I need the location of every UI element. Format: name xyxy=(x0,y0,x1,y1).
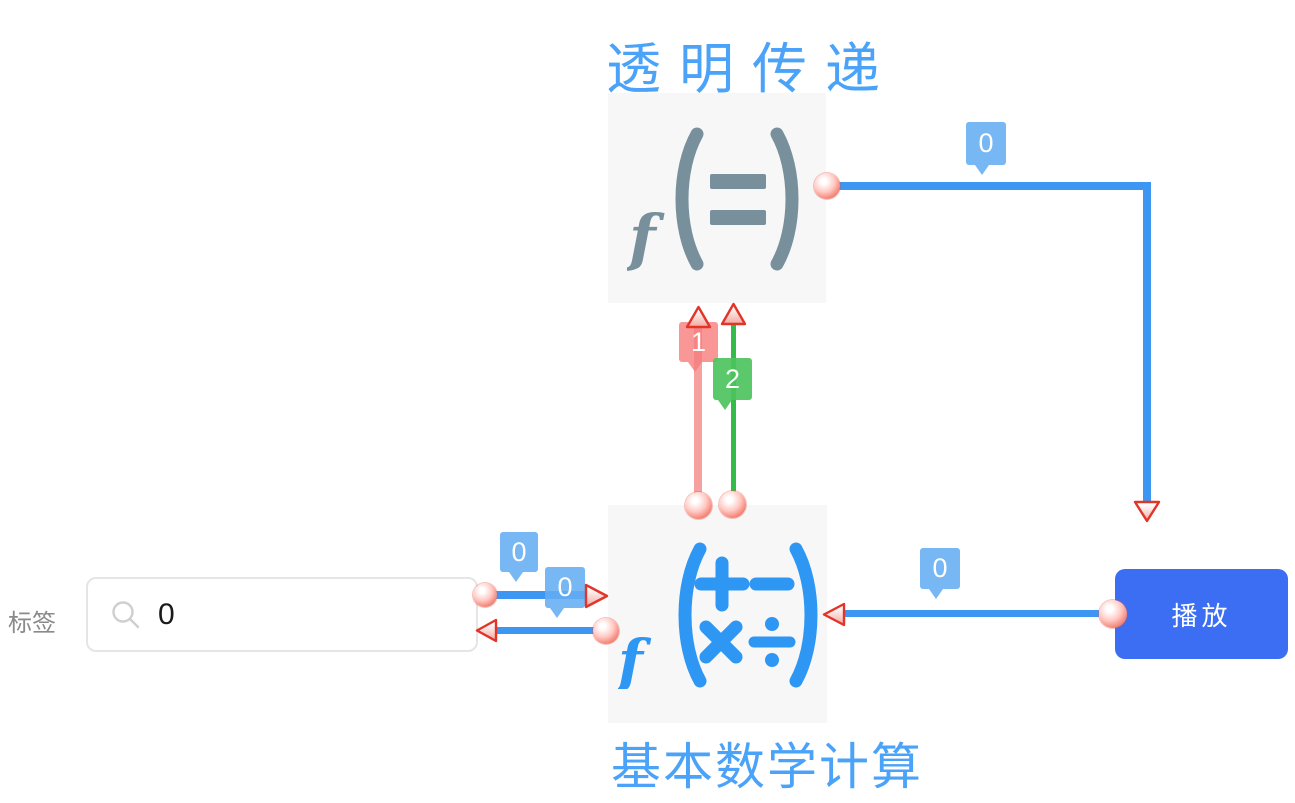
port-play-output[interactable] xyxy=(1099,600,1127,628)
arrow-up-icon xyxy=(685,305,712,329)
wire-label-to-math[interactable] xyxy=(490,591,586,599)
wire-value-badge: 0 xyxy=(920,548,960,599)
wire-math-to-label[interactable] xyxy=(490,627,606,634)
node-passthrough[interactable]: f xyxy=(608,93,826,303)
node-title-passthrough: 透明传递 xyxy=(606,38,899,100)
arrow-left-icon xyxy=(822,602,846,627)
wire-value-badge: 0 xyxy=(545,567,585,618)
wire-play-to-math[interactable] xyxy=(832,610,1099,617)
arrow-up-icon xyxy=(720,302,747,326)
arrow-right-icon xyxy=(584,583,609,609)
port-math-output[interactable] xyxy=(593,618,619,644)
wire-passthrough-out-v[interactable] xyxy=(1143,182,1151,502)
wire-passthrough-out-h[interactable] xyxy=(833,182,1149,190)
wire-value-badge: 0 xyxy=(966,122,1006,175)
wire-value-badge: 2 xyxy=(713,358,752,410)
play-button[interactable]: 播放 xyxy=(1115,569,1288,659)
port-label-output[interactable] xyxy=(473,583,497,607)
label-field-caption: 标签 xyxy=(8,610,56,637)
wire-value-badge: 1 xyxy=(679,322,718,372)
label-search-box[interactable] xyxy=(86,577,478,652)
port-math-input-2[interactable] xyxy=(719,491,746,518)
wire-math-input-1[interactable] xyxy=(694,320,702,506)
label-search-input[interactable] xyxy=(158,597,438,632)
port-math-input-1[interactable] xyxy=(685,492,712,519)
wire-math-input-2[interactable] xyxy=(731,318,736,505)
node-math[interactable]: f xyxy=(608,505,827,723)
function-math-icon: f xyxy=(618,542,817,689)
svg-text:f: f xyxy=(618,627,652,689)
arrow-left-icon xyxy=(475,618,498,643)
wire-value-badge: 0 xyxy=(500,532,538,582)
search-icon xyxy=(112,600,140,628)
node-title-math: 基本数学计算 xyxy=(611,739,923,795)
function-equals-icon: f xyxy=(627,127,799,271)
arrow-down-icon xyxy=(1133,500,1161,523)
svg-text:f: f xyxy=(627,201,665,271)
port-passthrough-output[interactable] xyxy=(814,173,840,199)
